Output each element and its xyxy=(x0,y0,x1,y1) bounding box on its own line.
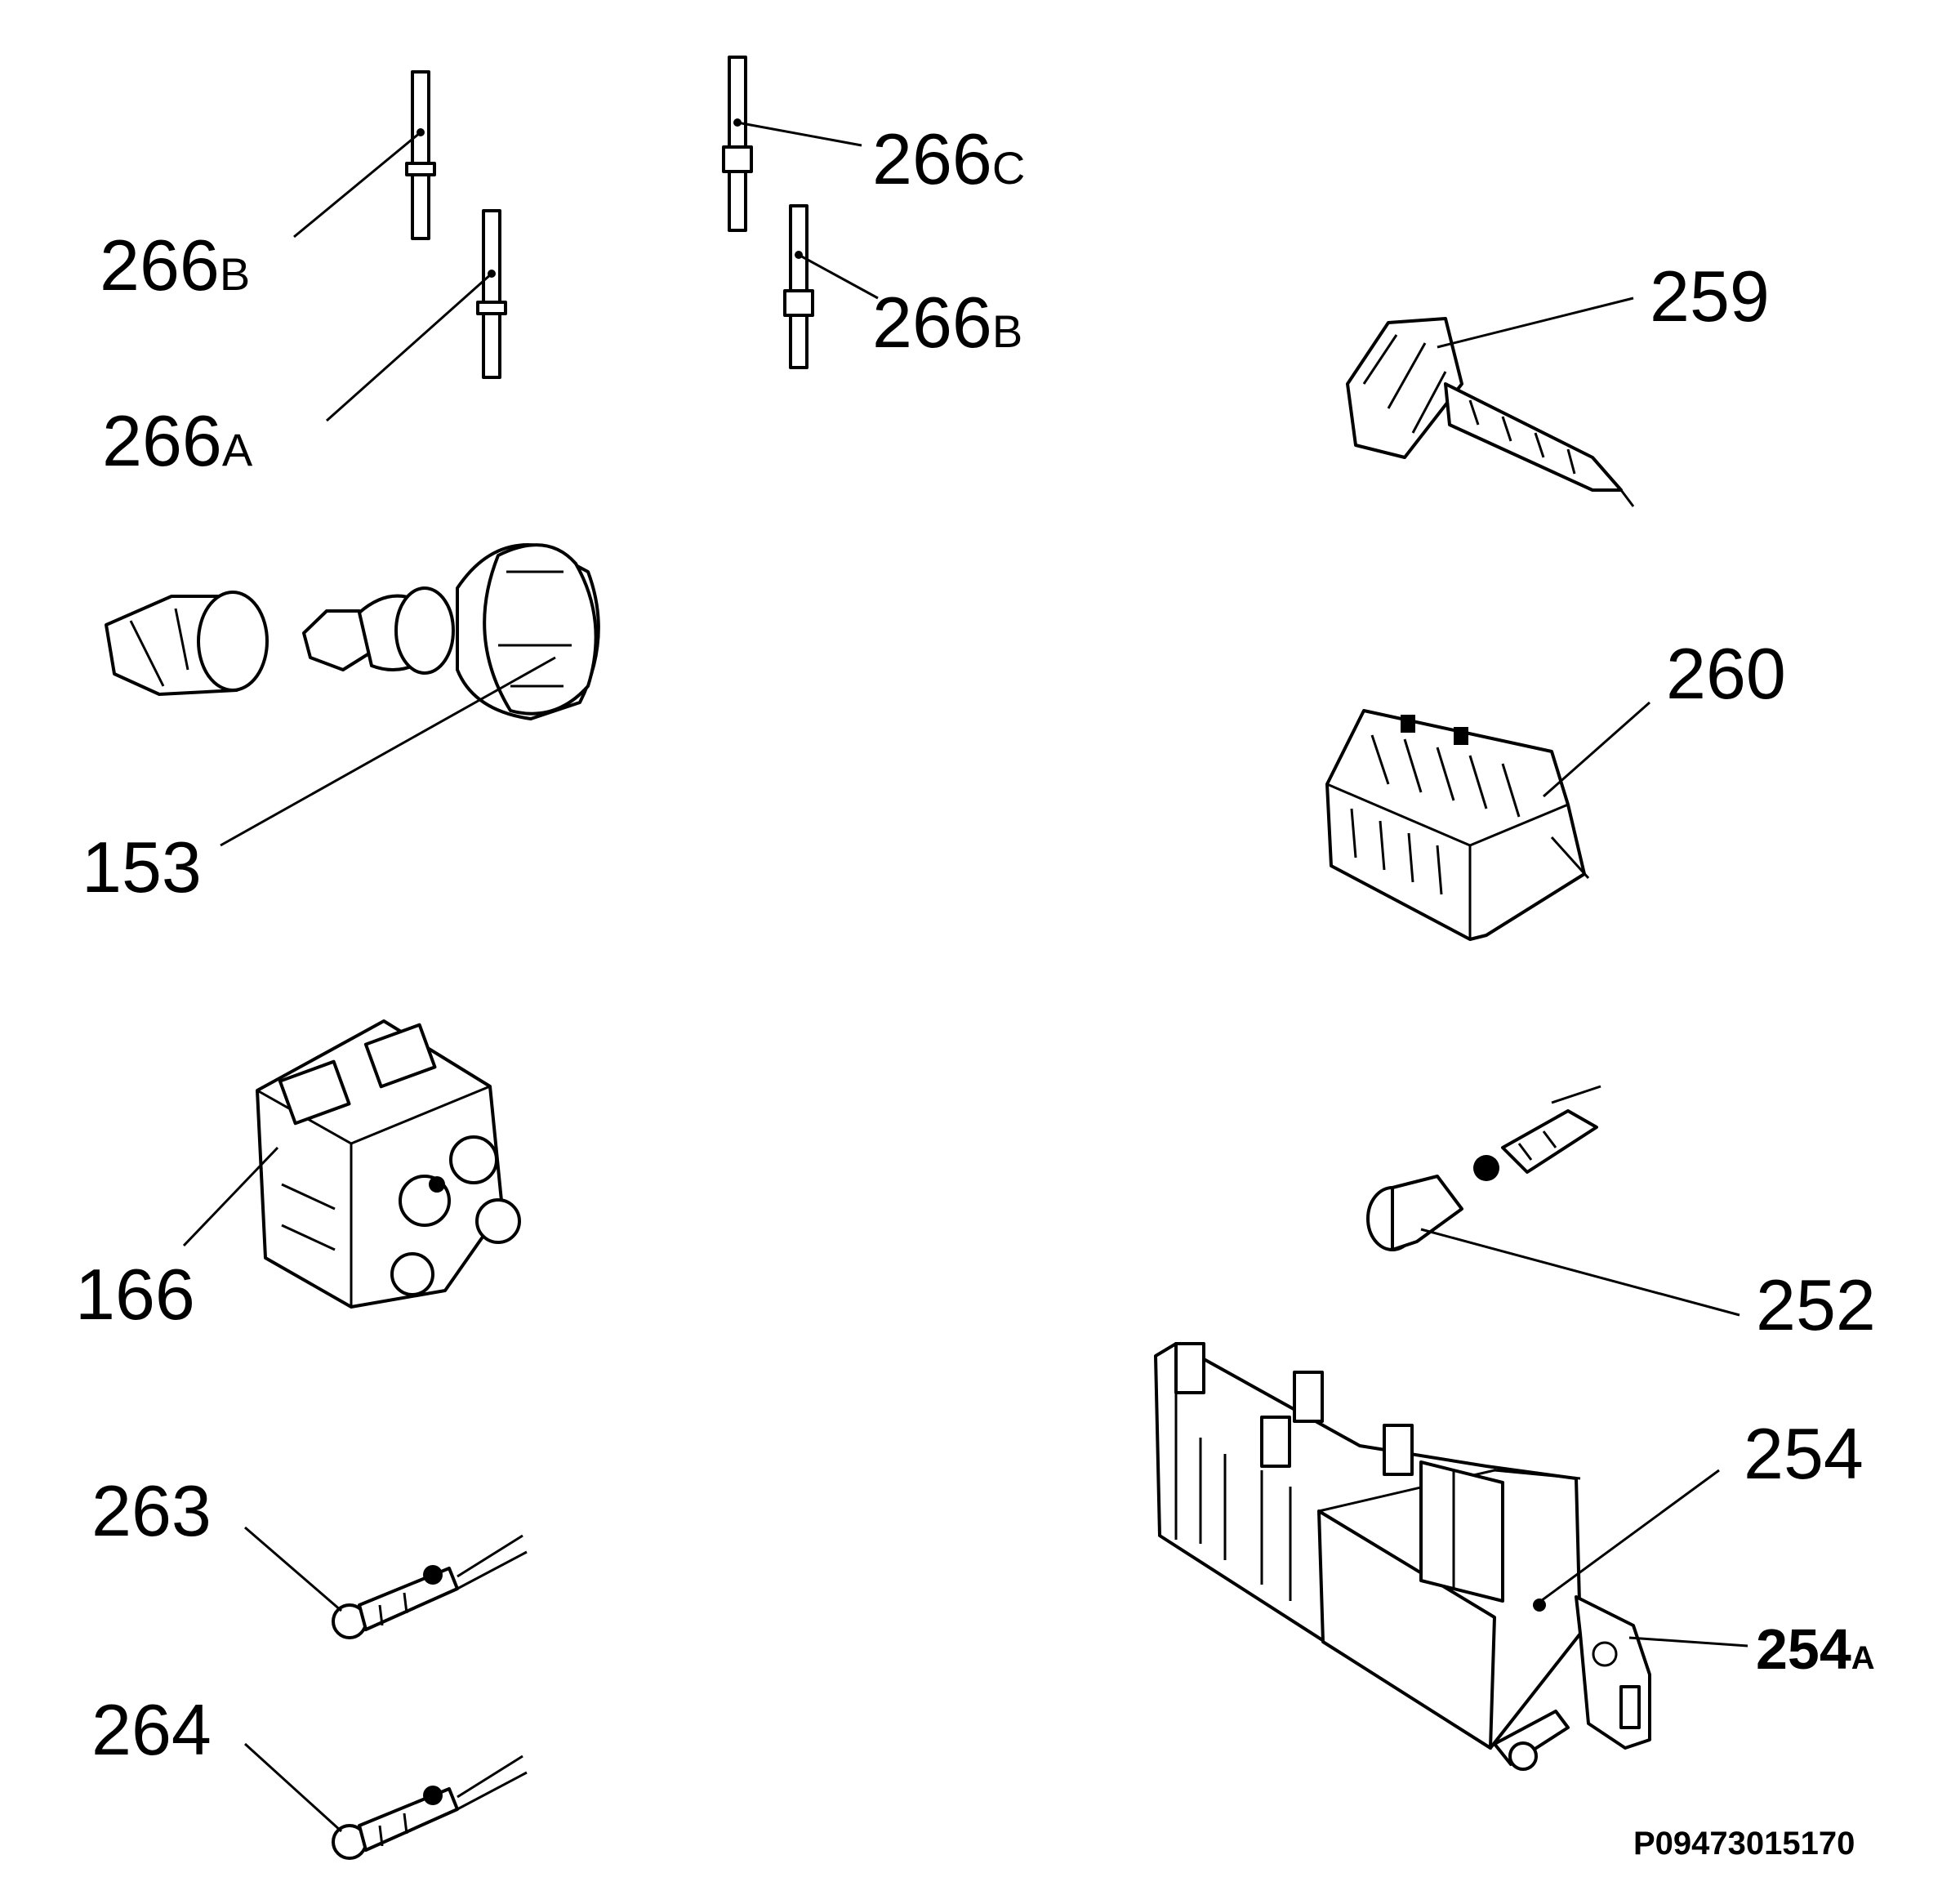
label-263: 263 xyxy=(91,1470,212,1551)
label-260: 260 xyxy=(1666,633,1786,714)
label-259: 259 xyxy=(1650,256,1770,337)
leader-254 xyxy=(1535,1469,1720,1607)
label-266c: 266C xyxy=(872,118,1025,199)
label-264: 264 xyxy=(91,1689,212,1770)
label-153: 153 xyxy=(82,827,202,907)
leader-252 xyxy=(1420,1228,1740,1317)
part-254-ignition-generator xyxy=(1154,1342,1582,1750)
leader-264 xyxy=(243,1742,343,1833)
part-259-rotary-switch xyxy=(1346,317,1635,507)
part-254a-bracket xyxy=(1493,1595,1651,1771)
part-264-injector xyxy=(332,1755,528,1860)
leader-266b-top xyxy=(293,131,421,239)
label-266a: 266A xyxy=(102,400,253,481)
leader-166 xyxy=(182,1146,279,1247)
label-266b-right: 266B xyxy=(872,282,1022,363)
part-153-knob-assembly xyxy=(105,543,600,720)
part-260-selector-switch xyxy=(1325,709,1590,941)
part-263-injector xyxy=(332,1534,528,1639)
part-266b-right-electrode xyxy=(783,204,814,369)
part-166-valve-block xyxy=(256,1019,521,1309)
leader-266b-right xyxy=(798,253,879,300)
leader-266c xyxy=(737,121,862,147)
leader-263 xyxy=(244,1526,342,1612)
leader-259 xyxy=(1437,297,1634,349)
label-266b-top: 266B xyxy=(100,225,250,305)
leader-254a xyxy=(1628,1636,1748,1648)
leader-266a xyxy=(326,272,492,422)
reference-code: P09473015170 xyxy=(1633,1826,1855,1862)
part-266c-electrode xyxy=(722,56,753,232)
label-254a: 254A xyxy=(1756,1617,1875,1681)
label-166: 166 xyxy=(75,1254,195,1335)
part-252-lamp-holder xyxy=(1366,1085,1601,1251)
leader-153 xyxy=(220,656,556,847)
leader-260 xyxy=(1543,701,1650,798)
part-266a-electrode xyxy=(476,209,507,379)
part-266b-top-electrode xyxy=(405,70,436,240)
leader-lines xyxy=(182,121,1748,1833)
label-254: 254 xyxy=(1744,1413,1864,1494)
label-252: 252 xyxy=(1756,1264,1876,1345)
